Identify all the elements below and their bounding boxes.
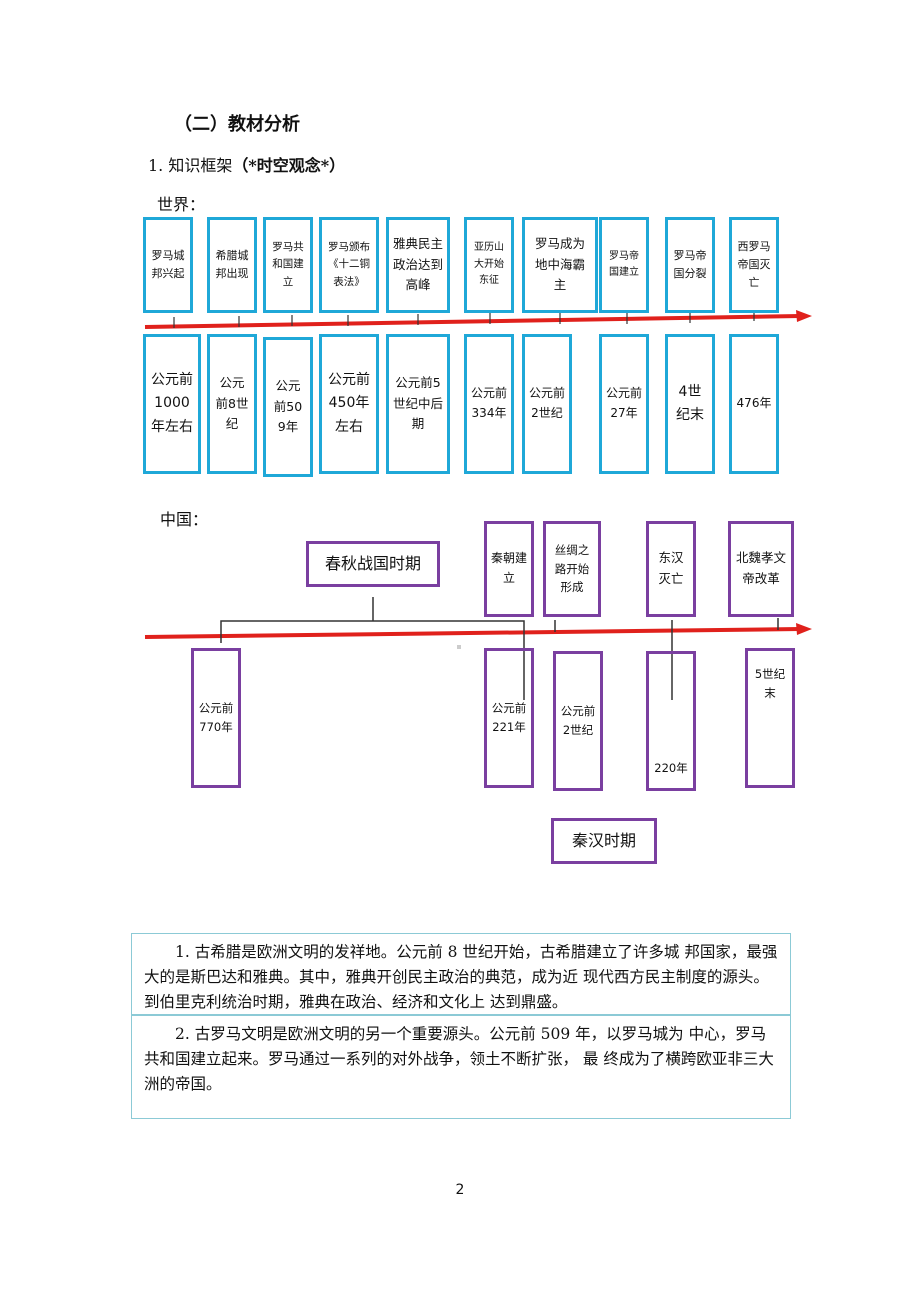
china-event-box: 北魏孝文帝改革	[728, 521, 794, 617]
china-date-box: 220年	[646, 651, 696, 791]
world-event-box: 希腊城邦出现	[207, 217, 257, 313]
china-date-box: 公元前221年	[484, 648, 534, 788]
world-event-box: 罗马帝国建立	[599, 217, 649, 313]
world-event-box: 罗马成为地中海霸主	[522, 217, 598, 313]
china-arrow-head	[796, 623, 812, 635]
section-heading: （二）教材分析	[174, 114, 300, 135]
world-event-box: 西罗马帝国灭亡	[729, 217, 779, 313]
period-box: 春秋战国时期	[306, 541, 440, 587]
period-box: 秦汉时期	[551, 818, 657, 864]
world-date-box: 公元前1000年左右	[143, 334, 201, 474]
world-event-box: 罗马帝国分裂	[665, 217, 715, 313]
world-event-box: 罗马城邦兴起	[143, 217, 193, 313]
world-event-box: 罗马颁布《十二铜表法》	[319, 217, 379, 313]
world-arrow-head	[796, 310, 812, 322]
world-date-box: 公元前8世纪	[207, 334, 257, 474]
world-event-box: 亚历山大开始东征	[464, 217, 514, 313]
world-timeline-arrow	[144, 314, 801, 329]
world-date-box: 公元前334年	[464, 334, 514, 474]
world-label: 世界：	[157, 195, 206, 214]
china-event-box: 东汉灭亡	[646, 521, 696, 617]
paragraph-greece: 1. 古希腊是欧洲文明的发祥地。公元前 8 世纪开始，古希腊建立了许多城 邦国家…	[131, 933, 791, 1015]
world-date-box: 476年	[729, 334, 779, 474]
world-ticks	[173, 310, 755, 328]
china-label: 中国：	[160, 510, 209, 529]
world-event-box: 罗马共和国建立	[263, 217, 313, 313]
subheading: 1. 知识框架（*时空观念*）	[148, 152, 345, 176]
world-date-box: 4世纪末	[665, 334, 715, 474]
china-event-box: 秦朝建立	[484, 521, 534, 617]
china-date-box: 5世纪末	[745, 648, 795, 788]
world-date-box: 公元前450年左右	[319, 334, 379, 474]
subheading-text: 1. 知识框架	[148, 156, 233, 175]
world-date-box: 公元前5世纪中后期	[386, 334, 450, 474]
world-event-box: 雅典民主政治达到高峰	[386, 217, 450, 313]
world-date-box: 公元前27年	[599, 334, 649, 474]
page-number: 2	[455, 1182, 465, 1198]
paragraph-rome: 2. 古罗马文明是欧洲文明的另一个重要源头。公元前 509 年，以罗马城为 中心…	[131, 1015, 791, 1119]
world-date-box: 公元前2世纪	[522, 334, 572, 474]
china-date-box: 公元前2世纪	[553, 651, 603, 791]
china-timeline-arrow	[144, 627, 801, 639]
world-date-box: 公元前509年	[263, 337, 313, 477]
china-event-box: 丝绸之路开始形成	[543, 521, 601, 617]
subheading-note: （*时空观念*）	[232, 156, 346, 175]
china-date-box: 公元前770年	[191, 648, 241, 788]
